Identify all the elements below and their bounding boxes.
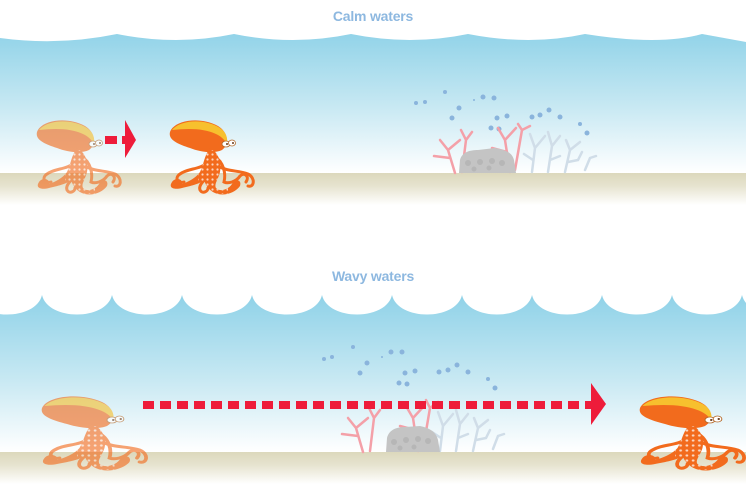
calm-waters-title: Calm waters [332,8,414,24]
calm-arrowhead [125,120,136,158]
wavy-arrow-dash [568,401,579,409]
wavy-arrow-dash [415,401,426,409]
wavy-arrow-dash [534,401,545,409]
wavy-rock-texture [391,436,431,451]
wavy-arrow-dash [211,401,222,409]
wavy-waters-title: Wavy waters [331,268,415,284]
calm-rock-texture [465,158,505,172]
wavy-arrow-dash [381,401,392,409]
wavy-arrow-dash [449,401,460,409]
calm-water [0,30,746,173]
calm-panel [0,30,746,205]
wavy-arrow-dash [330,401,341,409]
wavy-bubbles [322,345,498,391]
wavy-arrow-dash [347,401,358,409]
calm-arrow [105,120,136,158]
calm-sand [0,173,746,205]
wavy-arrow-dash [432,401,443,409]
wavy-arrow-dash [194,401,205,409]
wavy-white-coral [430,408,506,453]
wavy-arrow-dash [177,401,188,409]
wavy-arrow-dash [245,401,256,409]
wavy-arrow-dash [398,401,409,409]
wavy-rock [386,426,440,452]
wavy-arrowhead [591,383,606,425]
calm-arrow-dash [105,136,117,144]
calm-white-coral [522,130,598,174]
wavy-arrow-dash [364,401,375,409]
wavy-arrow-dash [160,401,171,409]
wavy-arrow-dash [466,401,477,409]
wavy-arrow-dash [517,401,528,409]
wavy-arrow-dash [483,401,494,409]
wavy-arrow [143,383,606,425]
wavy-arrow-dash [228,401,239,409]
calm-wave-surface [0,30,746,42]
wavy-arrow-dash [143,401,154,409]
wavy-wave-surface [0,285,746,315]
calm-arrow-dash [122,136,126,144]
wavy-arrow-dash [585,401,592,409]
wavy-arrow-dash [500,401,511,409]
wavy-arrow-dash [551,401,562,409]
wavy-arrow-dash [296,401,307,409]
wavy-arrow-dash [279,401,290,409]
wavy-arrow-dash [313,401,324,409]
wavy-arrow-dash [262,401,273,409]
wavy-panel [0,285,746,484]
